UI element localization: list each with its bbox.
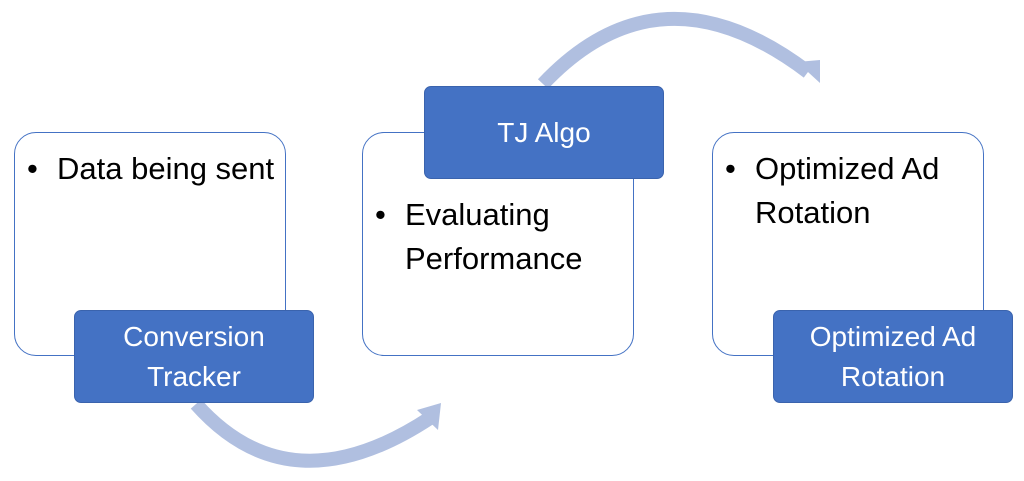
step-1-label: Conversion Tracker <box>74 310 314 403</box>
step-2-label: TJ Algo <box>424 86 664 179</box>
arrow-step2-to-step3 <box>537 11 813 89</box>
step-3-bullet: Optimized Ad Rotation <box>725 147 965 235</box>
arrow-head-2 <box>797 60 820 83</box>
step-2-bullet: Evaluating Performance <box>375 193 635 281</box>
step-1-bullet: Data being sent <box>27 147 285 191</box>
arrow-step1-to-step2 <box>190 399 434 468</box>
step-3-label: Optimized Ad Rotation <box>773 310 1013 403</box>
arrow-head-1 <box>417 403 441 430</box>
